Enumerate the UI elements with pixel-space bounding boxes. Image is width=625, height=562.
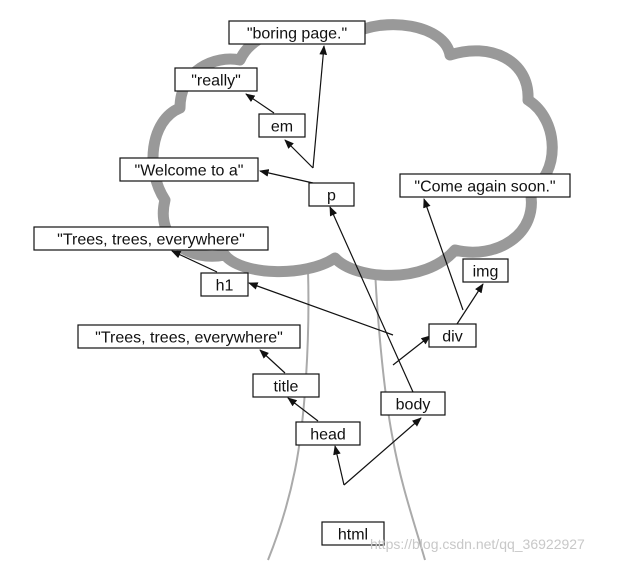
- edge-html-to-body: [343, 417, 422, 486]
- node-label: "Trees, trees, everywhere": [57, 232, 245, 249]
- edge-p-to-em: [284, 139, 314, 169]
- node-label: "Trees, trees, everywhere": [95, 330, 283, 347]
- node-box: [119, 157, 259, 182]
- node-come: "Come again soon.": [399, 173, 571, 198]
- tree-canopy-cloud: [147, 19, 558, 281]
- node-welcome: "Welcome to a": [119, 157, 259, 182]
- edge-div-to-come: [423, 198, 464, 311]
- node-title: title: [252, 373, 320, 398]
- node-label: "Come again soon.": [414, 179, 555, 196]
- edge-p-to-boring: [312, 45, 328, 169]
- node-label: body: [396, 397, 431, 414]
- node-img: img: [462, 258, 509, 283]
- node-box: [77, 324, 301, 349]
- node-box: [174, 67, 258, 92]
- node-body: body: [380, 391, 446, 416]
- node-box: [200, 272, 249, 297]
- edge-div-to-h1: [248, 282, 394, 336]
- nodes: "boring page." "really" em "Welcome to a" p "…: [33, 20, 571, 546]
- node-label: title: [274, 379, 299, 396]
- node-box: [295, 421, 361, 446]
- node-em: em: [258, 113, 306, 138]
- node-box: [399, 173, 571, 198]
- node-label: img: [473, 264, 499, 281]
- node-label: "boring page.": [247, 26, 347, 43]
- node-boring: "boring page.": [228, 20, 366, 45]
- edge-p-to-welcome: [259, 169, 314, 184]
- node-box: [462, 258, 509, 283]
- watermark: https://blog.csdn.net/qq_36922927: [370, 536, 585, 552]
- edge-head-to-title: [287, 397, 319, 422]
- node-html: html: [321, 521, 385, 546]
- node-head: head: [295, 421, 361, 446]
- node-label: em: [271, 119, 293, 136]
- edge-title-to-trees2: [259, 349, 286, 374]
- node-label: head: [310, 427, 346, 444]
- node-p: p: [308, 182, 355, 207]
- node-h1: h1: [200, 272, 249, 297]
- node-box: [228, 20, 366, 45]
- node-box: [258, 113, 306, 138]
- node-label: "Welcome to a": [135, 163, 244, 180]
- node-box: [428, 323, 477, 348]
- node-label: p: [327, 188, 336, 205]
- node-box: [380, 391, 446, 416]
- node-box: [321, 521, 385, 546]
- edge-em-to-really: [245, 93, 275, 114]
- edge-h1-to-trees1: [171, 250, 218, 273]
- edge-body-to-p: [329, 206, 414, 393]
- edge-html-to-head: [333, 445, 345, 486]
- node-trees1: "Trees, trees, everywhere": [33, 226, 269, 251]
- node-label: h1: [216, 278, 234, 295]
- tree-trunk: [267, 269, 426, 561]
- edge-div-to-img: [456, 283, 484, 325]
- node-label: html: [338, 527, 368, 544]
- node-div: div: [428, 323, 477, 348]
- node-label: "really": [191, 73, 241, 90]
- edges: [171, 45, 484, 486]
- node-label: div: [442, 329, 462, 346]
- node-really: "really": [174, 67, 258, 92]
- node-trees2: "Trees, trees, everywhere": [77, 324, 301, 349]
- node-box: [33, 226, 269, 251]
- node-box: [252, 373, 320, 398]
- node-box: [308, 182, 355, 207]
